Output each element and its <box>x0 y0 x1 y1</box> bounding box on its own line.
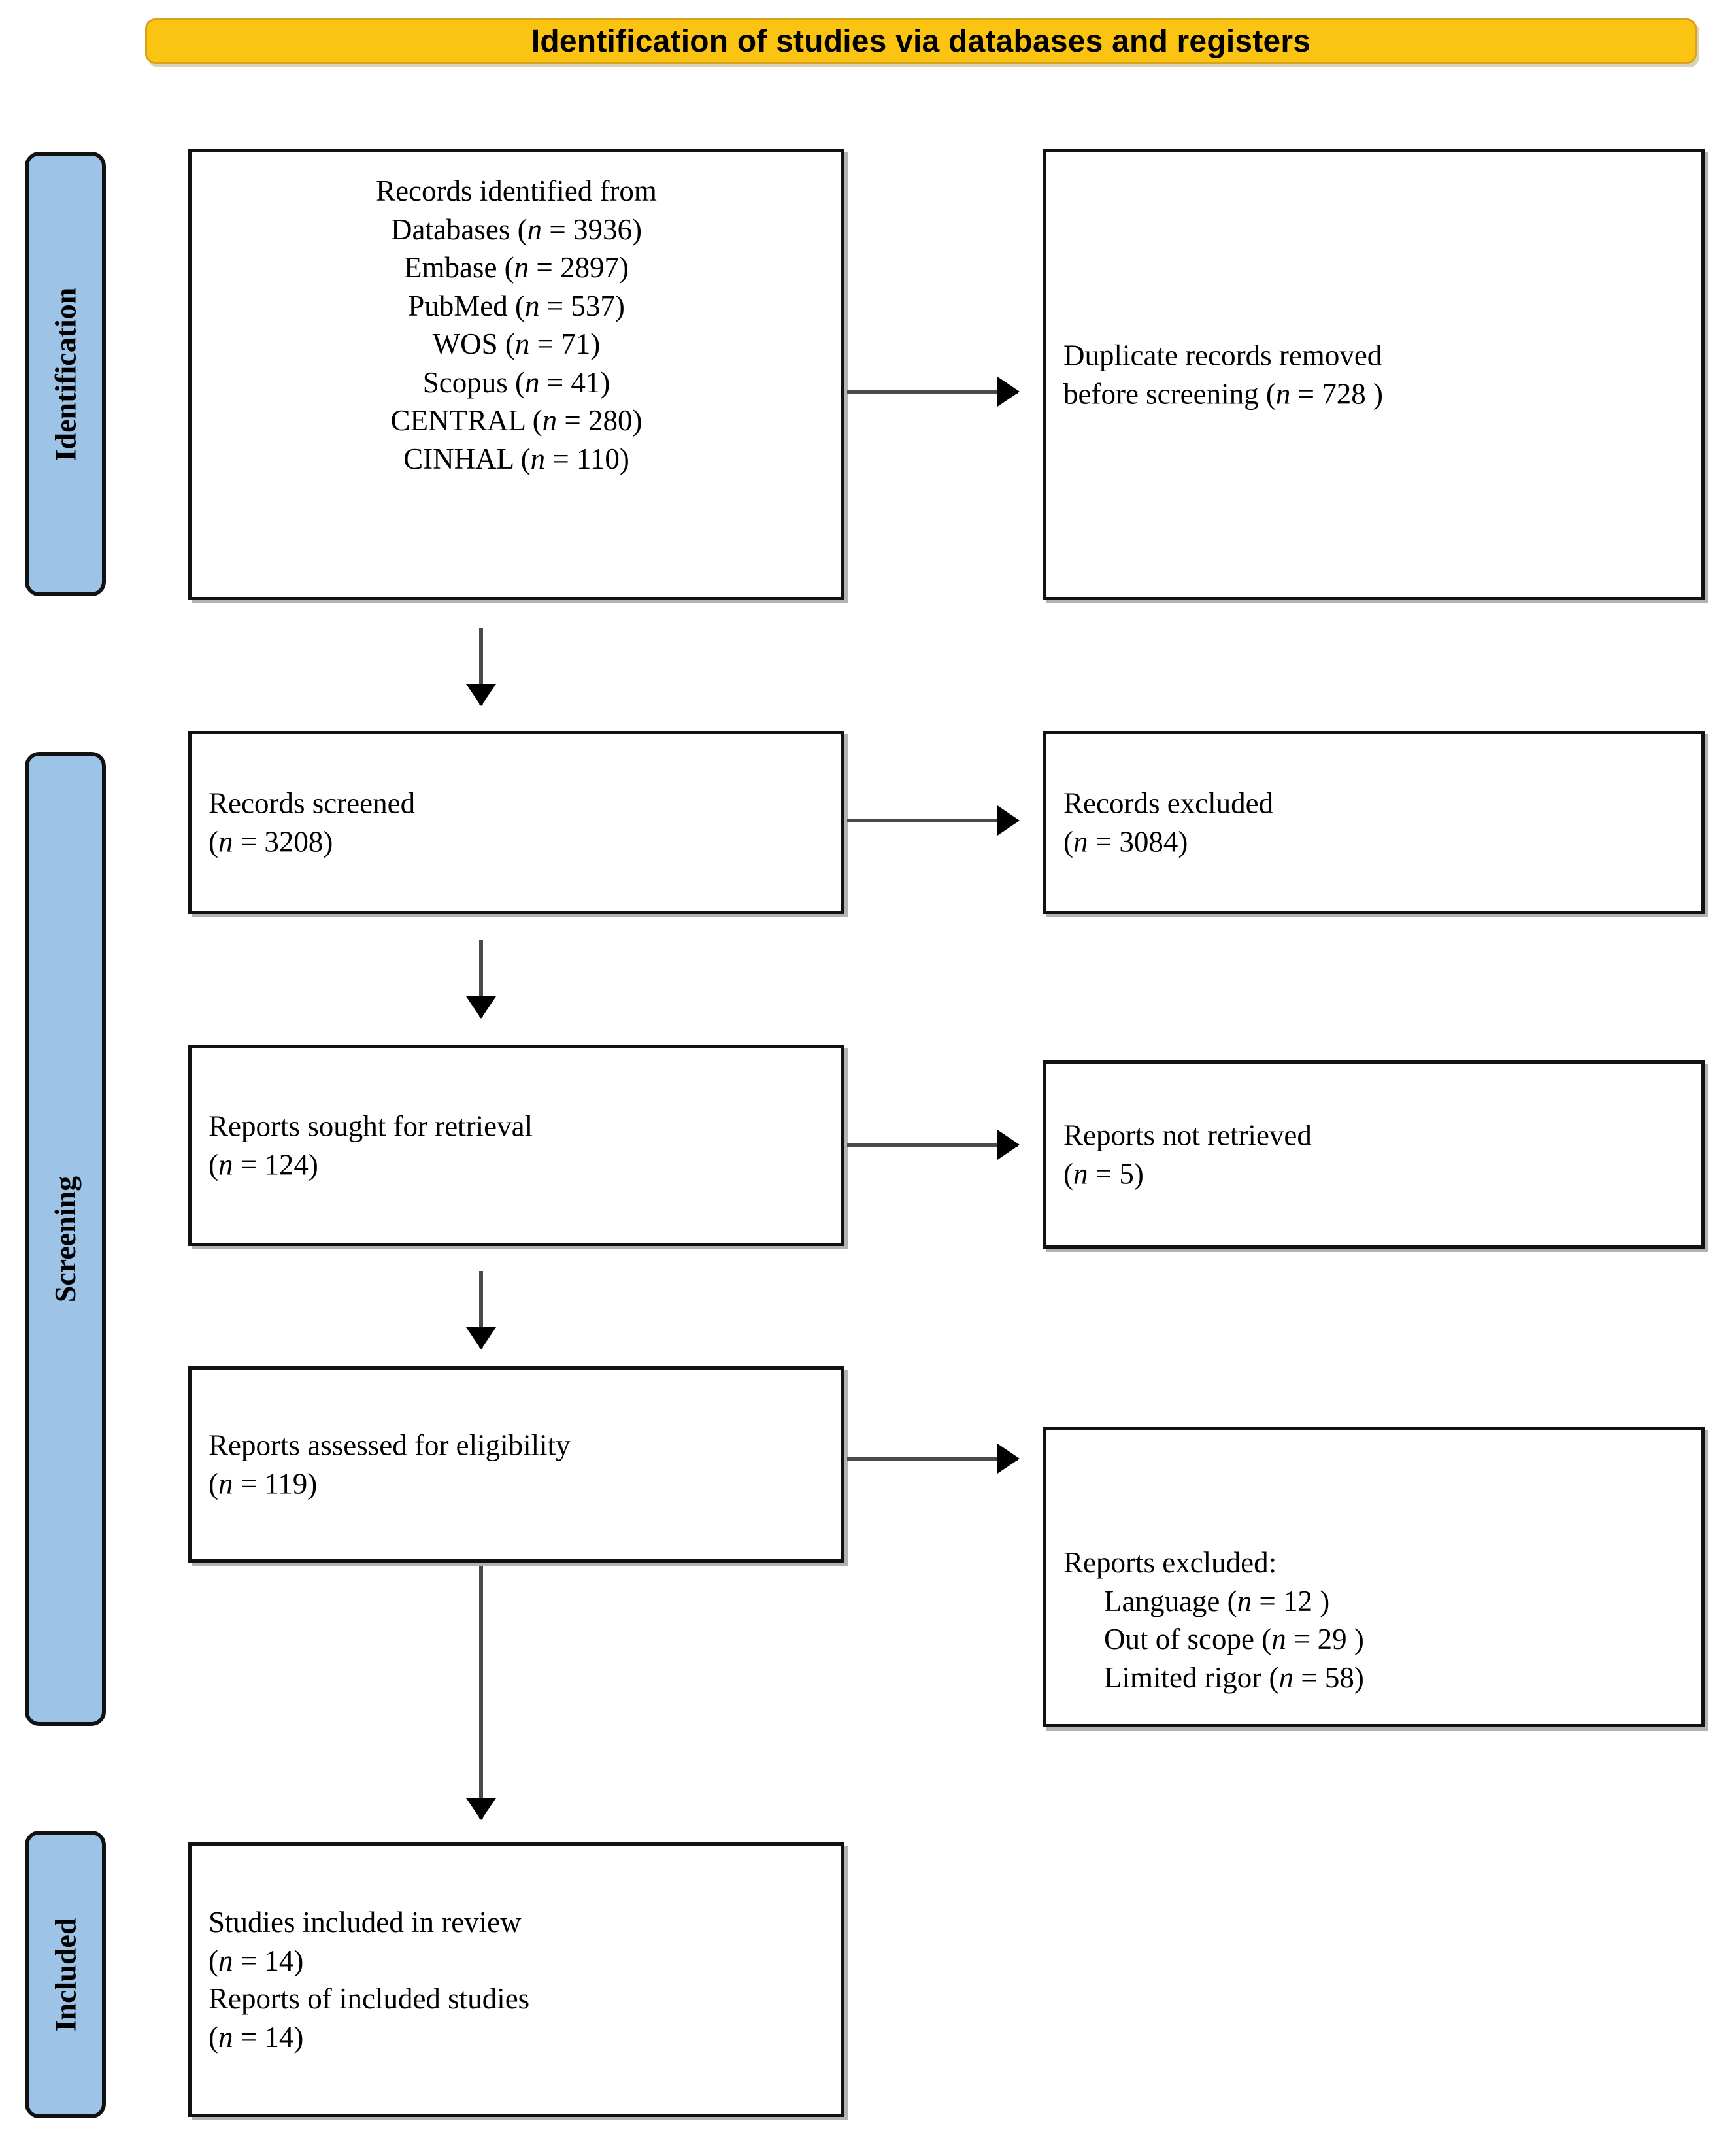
reports-sought-count: (n = 124) <box>209 1148 318 1181</box>
reports-excluded-limited-rigor: Limited rigor (n = 58) <box>1104 1661 1364 1694</box>
box-reports-sought-for-retrieval: Reports sought for retrieval (n = 124) <box>188 1045 844 1246</box>
duplicates-line-2: before screening (n = 728 ) <box>1063 377 1383 410</box>
connector-identified-to-duplicates <box>847 390 1018 394</box>
box-reports-excluded: Reports excluded: Language (n = 12 ) Out… <box>1043 1427 1705 1727</box>
reports-assessed-count: (n = 119) <box>209 1467 318 1500</box>
box-duplicate-records-removed: Duplicate records removed before screeni… <box>1043 149 1705 600</box>
records-identified-embase: Embase (n = 2897) <box>403 251 629 284</box>
banner-title: Identification of studies via databases … <box>531 24 1311 59</box>
records-excluded-count: (n = 3084) <box>1063 825 1188 858</box>
stage-label-screening: Screening <box>48 1176 82 1302</box>
diagram-banner: Identification of studies via databases … <box>145 18 1697 64</box>
reports-excluded-language: Language (n = 12 ) <box>1104 1584 1330 1617</box>
studies-included-label: Studies included in review <box>209 1906 522 1938</box>
connector-sought-to-assessed <box>479 1271 483 1348</box>
box-records-identified: Records identified from Databases (n = 3… <box>188 149 844 600</box>
reports-assessed-label: Reports assessed for eligibility <box>209 1429 571 1462</box>
connector-screened-to-excluded <box>847 819 1018 822</box>
box-records-excluded: Records excluded (n = 3084) <box>1043 731 1705 914</box>
stage-pill-screening: Screening <box>25 752 106 1726</box>
records-identified-central: CENTRAL (n = 280) <box>390 404 643 437</box>
box-records-screened: Records screened (n = 3208) <box>188 731 844 914</box>
records-identified-heading: Records identified from <box>376 175 657 207</box>
connector-sought-to-not-retrieved <box>847 1143 1018 1147</box>
connector-screened-to-sought <box>479 940 483 1017</box>
connector-assessed-to-excluded <box>847 1457 1018 1461</box>
box-studies-included-in-review: Studies included in review (n = 14) Repo… <box>188 1842 844 2117</box>
studies-included-count: (n = 14) <box>209 1944 304 1977</box>
reports-not-retrieved-count: (n = 5) <box>1063 1157 1144 1190</box>
stage-label-included: Included <box>48 1918 82 2031</box>
records-identified-scopus: Scopus (n = 41) <box>422 365 610 399</box>
reports-not-retrieved-label: Reports not retrieved <box>1063 1119 1312 1152</box>
reports-excluded-heading: Reports excluded: <box>1063 1546 1277 1579</box>
reports-of-included-count: (n = 14) <box>209 2020 304 2054</box>
connector-assessed-to-included <box>479 1566 483 1819</box>
stage-label-identification: Identification <box>48 287 82 461</box>
reports-of-included-label: Reports of included studies <box>209 1982 530 2015</box>
box-reports-not-retrieved: Reports not retrieved (n = 5) <box>1043 1060 1705 1249</box>
records-identified-pubmed: PubMed (n = 537) <box>408 289 625 322</box>
connector-identified-to-screened <box>479 628 483 705</box>
records-excluded-label: Records excluded <box>1063 787 1274 820</box>
stage-pill-identification: Identification <box>25 152 106 596</box>
duplicates-line-1: Duplicate records removed <box>1063 339 1382 372</box>
records-identified-wos: WOS (n = 71) <box>432 328 601 360</box>
records-identified-databases: Databases (n = 3936) <box>390 212 643 246</box>
records-screened-count: (n = 3208) <box>209 825 333 858</box>
records-identified-cinhal: CINHAL (n = 110) <box>403 442 629 475</box>
stage-pill-included: Included <box>25 1831 106 2118</box>
reports-sought-label: Reports sought for retrieval <box>209 1109 533 1143</box>
reports-excluded-out-of-scope: Out of scope (n = 29 ) <box>1104 1623 1364 1655</box>
records-screened-label: Records screened <box>209 787 416 820</box>
box-reports-assessed-for-eligibility: Reports assessed for eligibility (n = 11… <box>188 1366 844 1563</box>
